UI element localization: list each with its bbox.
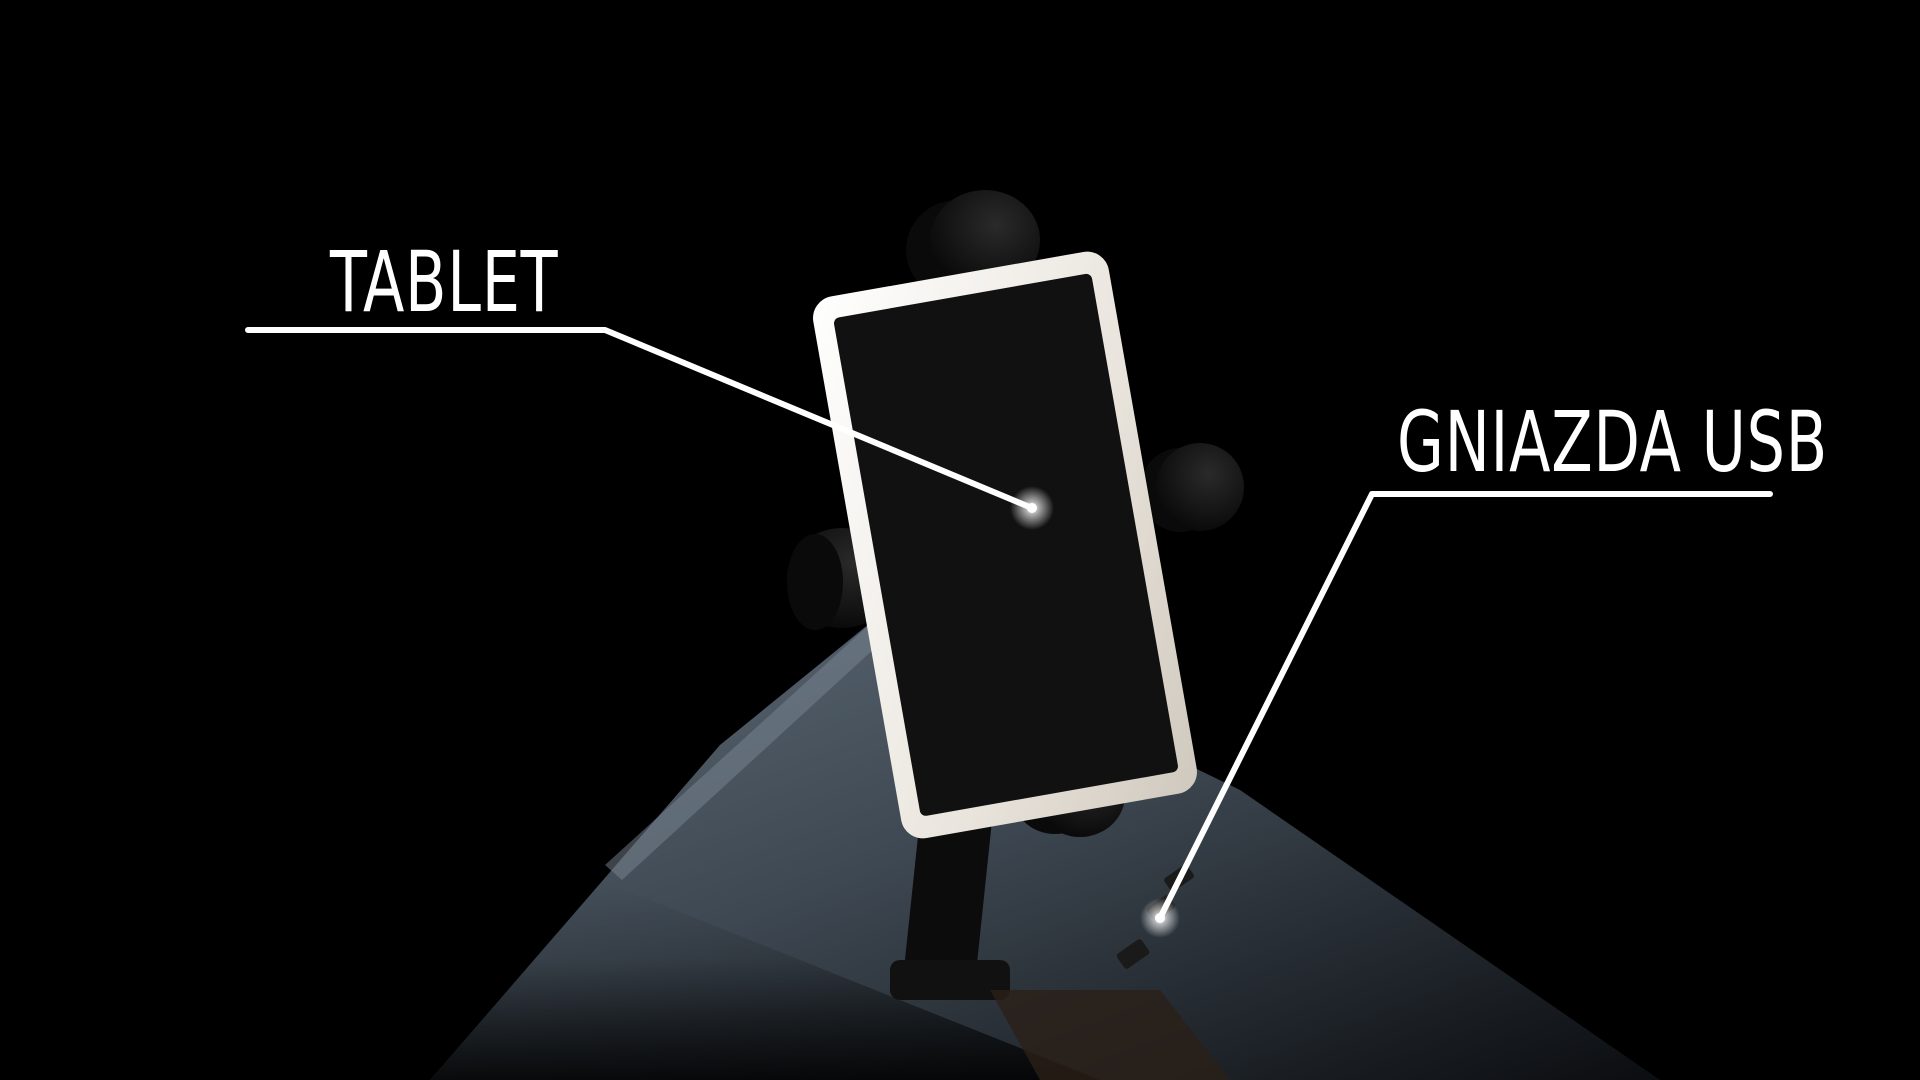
mount-arm xyxy=(904,794,992,996)
usb-socket-label: GNIAZDA USB xyxy=(1397,393,1828,491)
holder-cup-right xyxy=(1140,443,1244,532)
mount-shadow xyxy=(990,990,1230,1080)
usb-callout-dot xyxy=(1155,913,1165,923)
tablet-callout-line xyxy=(245,327,1035,511)
tablet-screen xyxy=(833,273,1178,816)
tablet-callout-dot xyxy=(1027,503,1037,513)
usb-callout-line xyxy=(1157,491,1773,921)
tablet-device xyxy=(813,251,1197,839)
dashboard-edge xyxy=(605,615,900,880)
mount-base xyxy=(890,960,1010,1000)
dashboard-shadow xyxy=(430,880,1100,1080)
tablet-label: TABLET xyxy=(330,233,559,331)
